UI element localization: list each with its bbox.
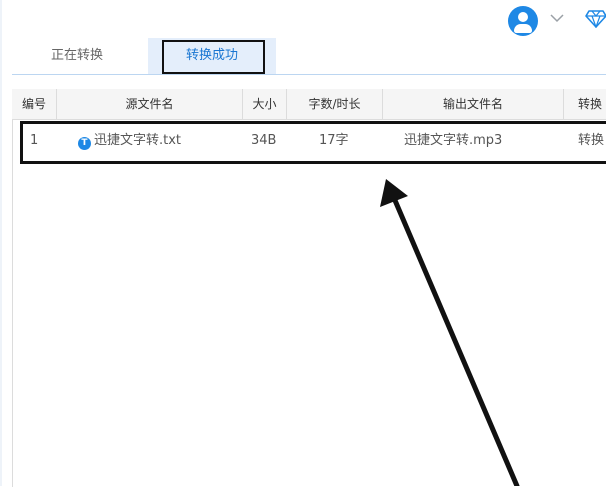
cell-status: 转换 (578, 133, 605, 148)
header-status[interactable]: 转换 (578, 97, 603, 111)
cell-output-name: 迅捷文字转.mp3 (404, 133, 503, 148)
diamond-icon[interactable] (585, 10, 606, 28)
cell-index: 1 (30, 133, 39, 148)
header-size[interactable]: 大小 (243, 89, 287, 119)
table-header: 编号 源文件名 大小 字数/时长 输出文件名 转换 (12, 89, 606, 120)
header-source-name[interactable]: 源文件名 (57, 89, 243, 119)
left-edge-strip (0, 0, 2, 486)
avatar-head (518, 12, 528, 22)
source-file-name: 迅捷文字转.txt (94, 133, 182, 148)
cell-size: 34B (251, 133, 277, 148)
tab-highlight-annotation (162, 40, 265, 74)
tab-converting[interactable]: 正在转换 (50, 48, 103, 63)
header-index[interactable]: 编号 (12, 89, 57, 119)
tab-converted-success[interactable]: 转换成功 (148, 38, 276, 74)
header-output-name[interactable]: 输出文件名 (383, 89, 564, 119)
header-length[interactable]: 字数/时长 (287, 89, 383, 119)
user-avatar-icon[interactable] (508, 6, 538, 36)
file-type-t-icon: T (78, 137, 91, 150)
avatar-body (514, 24, 532, 33)
row-highlight-annotation (20, 121, 606, 164)
chevron-down-icon[interactable] (549, 10, 565, 26)
cell-length: 17字 (319, 133, 349, 148)
tab-divider (12, 74, 606, 75)
